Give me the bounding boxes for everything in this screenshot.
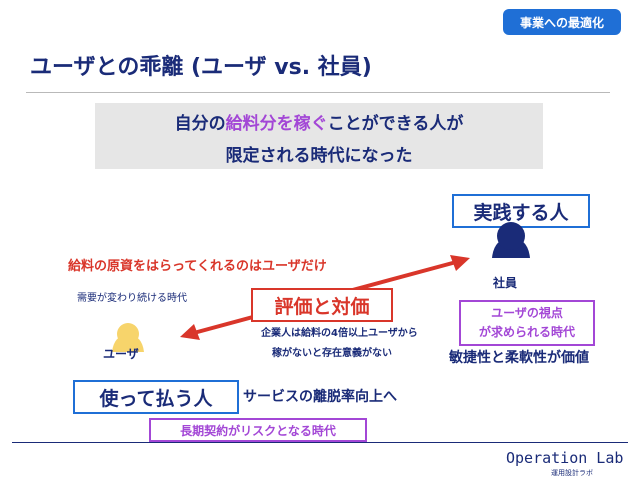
user-view-line-1: ユーザの視点 <box>491 306 563 320</box>
footer-divider <box>12 442 628 443</box>
highlight-line-1-part-a: 自分の <box>174 114 226 134</box>
employee-figure-icon <box>492 222 530 258</box>
user-label: ユーザ <box>103 347 139 361</box>
page-title: ユーザとの乖離 (ユーザ vs. 社員) <box>30 55 372 80</box>
footer-logo: Operation Lab <box>506 449 624 467</box>
user-tag: 使って払う人 <box>73 380 239 414</box>
service-text: サービスの離脱率向上へ <box>243 389 397 405</box>
user-view-box: ユーザの視点 が求められる時代 <box>459 300 595 346</box>
highlight-box: 自分の給料分を稼ぐことができる人が 限定される時代になった <box>95 103 543 169</box>
value-text: 敏捷性と柔軟性が価値 <box>449 350 589 366</box>
highlight-line-1: 自分の給料分を稼ぐことができる人が <box>95 109 543 134</box>
footer-logo-subtitle: 運用設計ラボ <box>551 469 593 477</box>
highlight-line-1-part-c: ことができる人が <box>327 114 464 134</box>
user-demand-note: 需要が変わり続ける時代 <box>77 293 187 304</box>
title-divider <box>26 92 610 93</box>
relation-note-line-1: 企業人は給料の4倍以上ユーザから <box>261 328 418 339</box>
employee-label: 社員 <box>493 276 518 290</box>
section-badge: 事業への最適化 <box>503 9 621 35</box>
salary-source-text: 給料の原資をはらってくれるのはユーザだけ <box>68 259 327 274</box>
relation-note-line-2: 稼がないと存在意義がない <box>272 348 392 359</box>
highlight-emphasis: 給料分を稼ぐ <box>225 114 328 134</box>
highlight-line-2: 限定される時代になった <box>225 146 413 166</box>
evaluation-box: 評価と対価 <box>251 288 393 322</box>
user-figure-icon <box>112 323 144 352</box>
long-term-box: 長期契約がリスクとなる時代 <box>149 418 367 442</box>
user-view-line-2: が求められる時代 <box>478 325 575 339</box>
